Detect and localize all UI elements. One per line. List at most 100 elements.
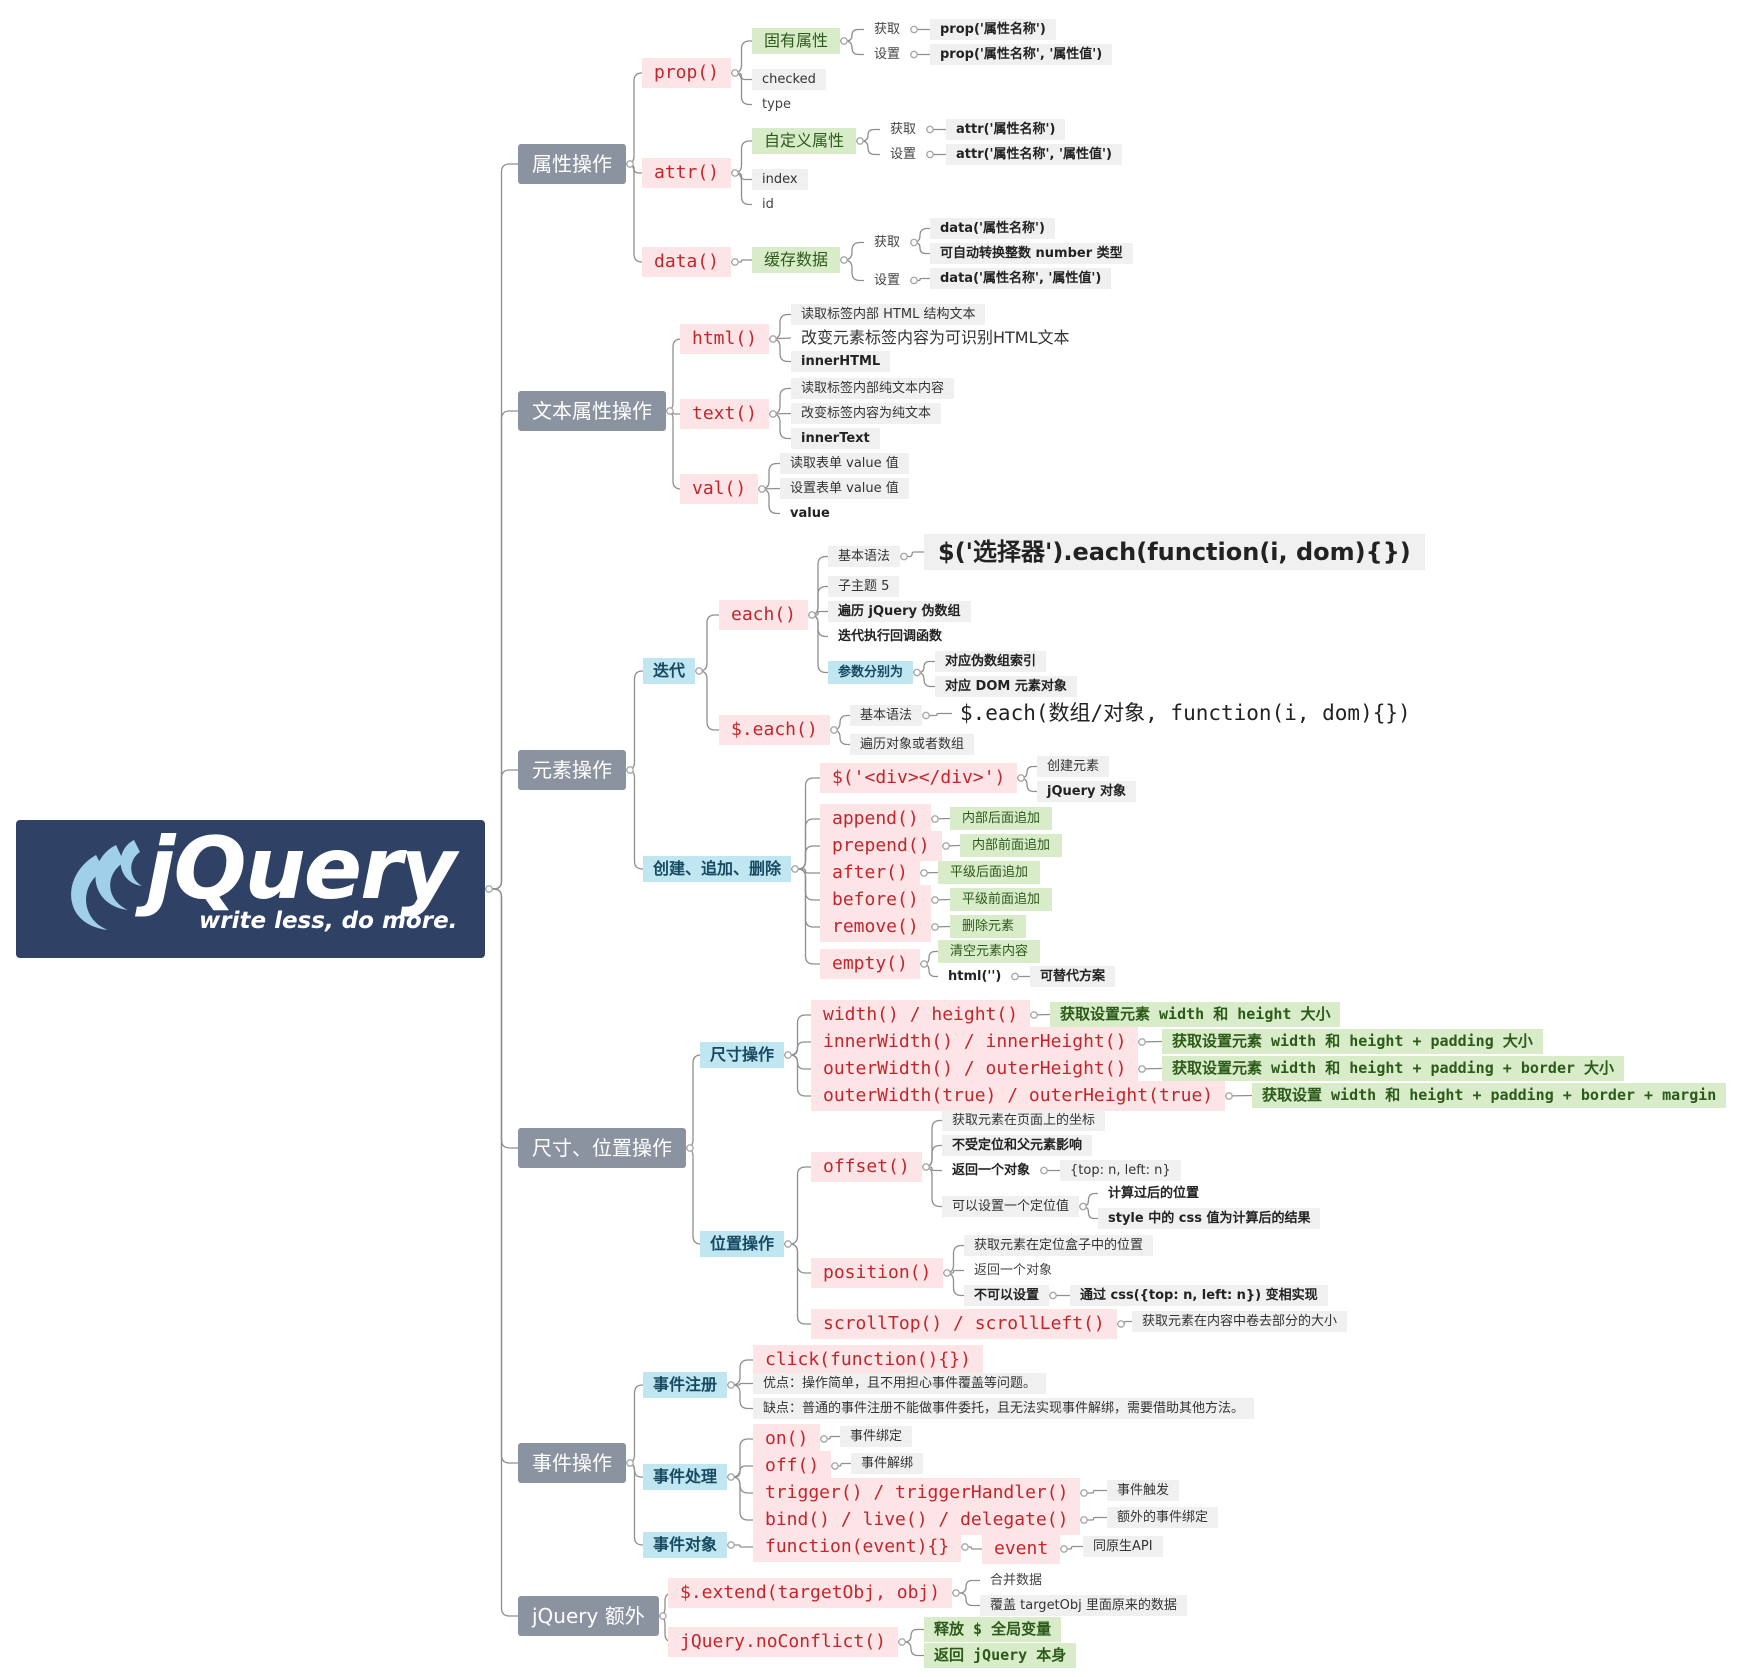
node-scroll-note[interactable]: 获取元素在内容中卷去部分的大小 xyxy=(1132,1311,1348,1332)
node-val[interactable]: val() xyxy=(680,474,759,504)
node-each-p1[interactable]: 对应伪数组索引 xyxy=(935,651,1047,672)
node-data-set-value[interactable]: data('属性名称', '属性值') xyxy=(930,268,1112,289)
node-event-click[interactable]: click(function(){}) xyxy=(753,1345,983,1375)
node-prop-get[interactable]: 获取 xyxy=(874,22,901,37)
node-attr-custom[interactable]: 自定义属性 xyxy=(752,128,857,154)
node-dim-r3-note[interactable]: 获取设置元素 width 和 height + padding + border… xyxy=(1162,1056,1625,1081)
node-event-trigger[interactable]: trigger() / triggerHandler() xyxy=(753,1478,1081,1508)
node-text-n1[interactable]: 读取标签内部纯文本内容 xyxy=(791,378,955,399)
node-before-note[interactable]: 平级前面追加 xyxy=(950,888,1053,911)
node-prop-ex-type[interactable]: type xyxy=(762,97,792,112)
node-offset-n1[interactable]: 获取元素在页面上的坐标 xyxy=(942,1110,1106,1131)
node-noconflict-n1[interactable]: 释放 $ 全局变量 xyxy=(924,1617,1062,1642)
node-event-on[interactable]: on() xyxy=(753,1424,821,1454)
node-dim[interactable]: 尺寸操作 xyxy=(700,1042,785,1068)
node-offset-n4b[interactable]: style 中的 css 值为计算后的结果 xyxy=(1098,1208,1321,1229)
node-static-each-n1[interactable]: 遍历对象或者数组 xyxy=(850,734,975,755)
node-position[interactable]: position() xyxy=(811,1258,944,1288)
node-val-n2[interactable]: 设置表单 value 值 xyxy=(780,478,909,499)
branch-extra[interactable]: jQuery 额外 xyxy=(518,1596,659,1636)
node-event-trigger-note[interactable]: 事件触发 xyxy=(1107,1480,1180,1501)
node-event-ev[interactable]: event xyxy=(982,1534,1061,1564)
node-event-on-note[interactable]: 事件绑定 xyxy=(840,1426,913,1447)
node-each-syntax[interactable]: $('选择器').each(function(i, dom){}) xyxy=(924,534,1425,570)
node-html[interactable]: html() xyxy=(680,324,770,354)
node-position-n2[interactable]: 返回一个对象 xyxy=(974,1263,1053,1278)
node-each-sub[interactable]: 子主题 5 xyxy=(828,576,900,597)
node-each-syntax-label[interactable]: 基本语法 xyxy=(828,546,901,567)
node-iterate[interactable]: 迭代 xyxy=(643,658,696,684)
node-each[interactable]: each() xyxy=(719,600,809,630)
node-scroll[interactable]: scrollTop() / scrollLeft() xyxy=(811,1309,1117,1339)
node-attr[interactable]: attr() xyxy=(642,158,732,188)
node-position-n1[interactable]: 获取元素在定位盒子中的位置 xyxy=(964,1235,1154,1256)
node-remove-note[interactable]: 删除元素 xyxy=(950,915,1027,938)
node-offset-n3[interactable]: 返回一个对象 xyxy=(952,1163,1031,1178)
node-static-each-syntax-label[interactable]: 基本语法 xyxy=(850,705,923,726)
node-data[interactable]: data() xyxy=(642,247,732,277)
node-data-cache[interactable]: 缓存数据 xyxy=(752,247,841,273)
node-after-note[interactable]: 平级后面追加 xyxy=(938,861,1041,884)
branch-text[interactable]: 文本属性操作 xyxy=(518,391,666,431)
node-event-pro[interactable]: 优点：操作简单，且不用担心事件覆盖等问题。 xyxy=(753,1373,1047,1394)
node-each-n2[interactable]: 迭代执行回调函数 xyxy=(838,629,943,644)
node-val-n3[interactable]: value xyxy=(790,506,830,521)
node-noconflict-n2[interactable]: 返回 jQuery 本身 xyxy=(924,1643,1077,1668)
node-attr-set[interactable]: 设置 xyxy=(890,147,917,162)
branch-element[interactable]: 元素操作 xyxy=(518,750,626,790)
node-noconflict[interactable]: jQuery.noConflict() xyxy=(668,1627,898,1657)
node-each-params[interactable]: 参数分别为 xyxy=(828,661,914,684)
node-offset-n3v[interactable]: {top: n, left: n} xyxy=(1060,1160,1181,1181)
node-offset-n4[interactable]: 可以设置一个定位值 xyxy=(942,1196,1080,1217)
node-text[interactable]: text() xyxy=(680,399,770,429)
node-event-bind-note[interactable]: 额外的事件绑定 xyxy=(1107,1507,1219,1528)
node-event-fn[interactable]: function(event){} xyxy=(753,1532,962,1562)
branch-size[interactable]: 尺寸、位置操作 xyxy=(518,1128,686,1168)
node-event-off-note[interactable]: 事件解绑 xyxy=(851,1453,924,1474)
node-prop-ex-checked[interactable]: checked xyxy=(752,69,826,90)
node-event-handle[interactable]: 事件处理 xyxy=(643,1464,728,1490)
node-dim-r1[interactable]: width() / height() xyxy=(811,1000,1031,1030)
node-dim-r3[interactable]: outerWidth() / outerHeight() xyxy=(811,1054,1139,1084)
node-empty[interactable]: empty() xyxy=(820,949,920,979)
node-prepend-note[interactable]: 内部前面追加 xyxy=(960,834,1063,857)
node-after[interactable]: after() xyxy=(820,858,920,888)
node-ctor-n2[interactable]: jQuery 对象 xyxy=(1037,781,1136,802)
node-text-n2[interactable]: 改变标签内容为纯文本 xyxy=(791,403,942,424)
node-static-each-syntax[interactable]: $.each(数组/对象, function(i, dom){}) xyxy=(960,701,1411,725)
branch-event[interactable]: 事件操作 xyxy=(518,1443,626,1483)
node-data-get[interactable]: 获取 xyxy=(874,235,901,250)
node-append[interactable]: append() xyxy=(820,804,931,834)
node-event-ev-note[interactable]: 同原生API xyxy=(1083,1536,1163,1557)
node-extend-n1[interactable]: 合并数据 xyxy=(990,1573,1043,1588)
node-html-n1[interactable]: 读取标签内部 HTML 结构文本 xyxy=(791,304,986,325)
node-event-con[interactable]: 缺点：普通的事件注册不能做事件委托，且无法实现事件解绑，需要借助其他方法。 xyxy=(753,1398,1255,1419)
node-prop-intrinsic[interactable]: 固有属性 xyxy=(752,28,841,54)
node-create[interactable]: 创建、追加、删除 xyxy=(643,856,792,882)
node-event-obj[interactable]: 事件对象 xyxy=(643,1532,728,1558)
node-attr-get-value[interactable]: attr('属性名称') xyxy=(946,119,1066,140)
node-html-n3[interactable]: innerHTML xyxy=(791,351,891,372)
node-static-each[interactable]: $.each() xyxy=(719,715,830,745)
node-offset-n2[interactable]: 不受定位和父元素影响 xyxy=(942,1135,1093,1156)
node-dim-r4[interactable]: outerWidth(true) / outerHeight(true) xyxy=(811,1081,1226,1111)
node-pos[interactable]: 位置操作 xyxy=(700,1231,785,1257)
node-append-note[interactable]: 内部后面追加 xyxy=(950,807,1053,830)
node-offset-n4a[interactable]: 计算过后的位置 xyxy=(1108,1186,1200,1201)
node-each-n1[interactable]: 遍历 jQuery 伪数组 xyxy=(828,601,971,622)
node-data-set[interactable]: 设置 xyxy=(874,273,901,288)
node-dim-r1-note[interactable]: 获取设置元素 width 和 height 大小 xyxy=(1050,1002,1341,1027)
node-empty-note[interactable]: 清空元素内容 xyxy=(938,940,1041,963)
node-dim-r2-note[interactable]: 获取设置元素 width 和 height + padding 大小 xyxy=(1162,1029,1543,1054)
node-event-reg[interactable]: 事件注册 xyxy=(643,1372,728,1398)
node-dim-r4-note[interactable]: 获取设置 width 和 height + padding + border +… xyxy=(1252,1083,1727,1108)
node-html-n2[interactable]: 改变元素标签内容为可识别HTML文本 xyxy=(801,328,1070,347)
node-each-p2[interactable]: 对应 DOM 元素对象 xyxy=(935,676,1077,697)
node-prop-get-value[interactable]: prop('属性名称') xyxy=(930,19,1056,40)
node-attr-ex-index[interactable]: index xyxy=(752,169,808,190)
node-remove[interactable]: remove() xyxy=(820,912,931,942)
node-prop-set-value[interactable]: prop('属性名称', '属性值') xyxy=(930,44,1113,65)
node-position-n3v[interactable]: 通过 css({top: n, left: n}) 变相实现 xyxy=(1070,1285,1328,1306)
node-before[interactable]: before() xyxy=(820,885,931,915)
node-text-n3[interactable]: innerText xyxy=(791,428,880,449)
